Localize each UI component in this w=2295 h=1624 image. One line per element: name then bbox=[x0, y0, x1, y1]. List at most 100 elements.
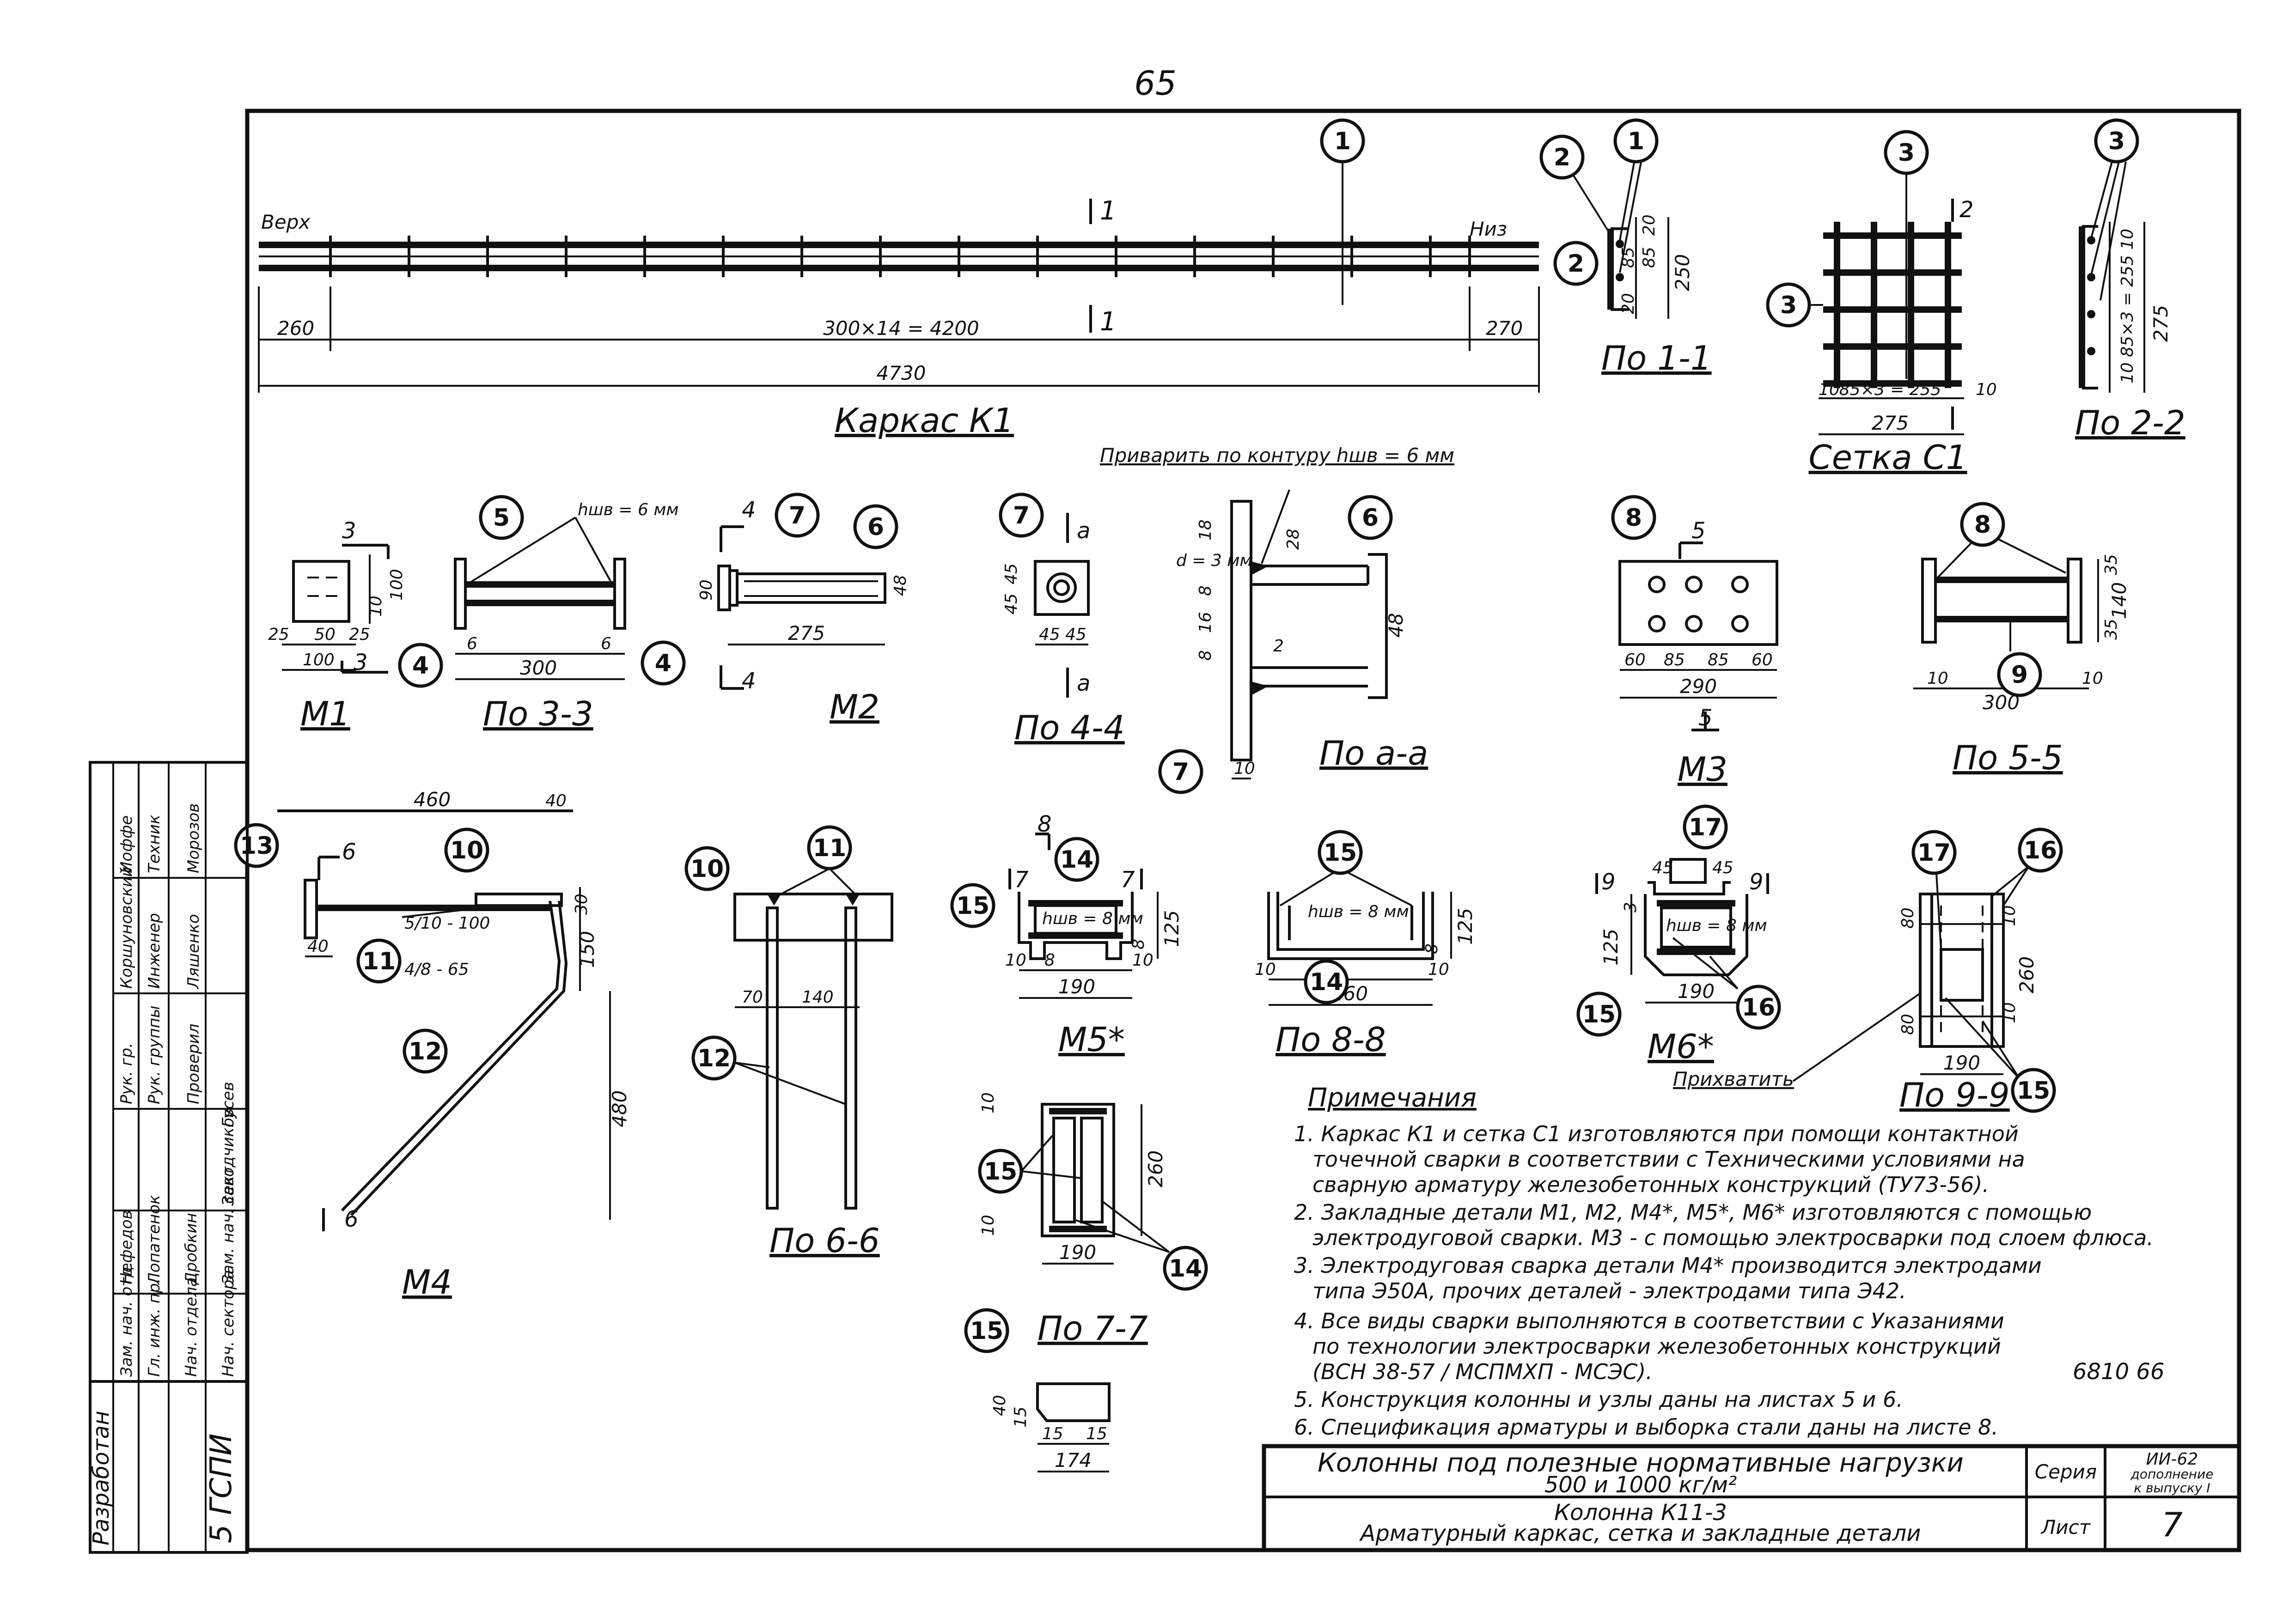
poaa-d8b: 8 bbox=[1196, 650, 1215, 661]
po77-d10b: 10 bbox=[979, 1215, 998, 1236]
k1-section-mark-bottom: 1 bbox=[1100, 307, 1117, 337]
po99-d260: 260 bbox=[2015, 956, 2038, 993]
po11-d20b: 20 bbox=[1619, 293, 1638, 314]
svg-text:6: 6 bbox=[867, 513, 884, 541]
tb-sheet-label: Лист bbox=[2040, 1516, 2091, 1539]
notes-archive-no: 6810 66 bbox=[2073, 1359, 2165, 1385]
callout-5-po33: 5 bbox=[479, 495, 524, 540]
po99-d190: 190 bbox=[1943, 1052, 1980, 1074]
poaa-d16: 16 bbox=[1196, 612, 1215, 633]
callout-13-m4: 13 bbox=[234, 823, 279, 868]
callout-10-m4: 10 bbox=[444, 827, 489, 873]
po88-d8: 8 bbox=[1422, 943, 1441, 954]
m1-d100h: 100 bbox=[387, 569, 406, 601]
stamp-name-4: Морозов bbox=[184, 803, 203, 873]
m1-d10: 10 bbox=[366, 596, 385, 617]
k1-bottom-label: Низ bbox=[1470, 218, 1507, 240]
m6-section-right: 9 bbox=[1749, 869, 1764, 895]
m4-section-bottom: 6 bbox=[344, 1206, 359, 1232]
callout-17-po99: 17 bbox=[1911, 830, 1957, 875]
m6-d125: 125 bbox=[1599, 929, 1622, 966]
detail-m5: 8 7 7 hшв = 8 мм 125 8 10 8 10 190 М5* bbox=[1005, 811, 1183, 1059]
po44-d45d: 45 bbox=[1065, 625, 1086, 644]
stamp-role-8: Нач. отдела bbox=[182, 1277, 201, 1377]
svg-text:14: 14 bbox=[1310, 968, 1343, 996]
title-block: Колонны под полезные нормативные нагрузк… bbox=[1262, 1444, 2241, 1552]
po55-d35a: 35 bbox=[2102, 554, 2121, 575]
m1-title: М1 bbox=[300, 694, 350, 733]
svg-text:14: 14 bbox=[1169, 1255, 1202, 1283]
poaa-title: По а-а bbox=[1319, 734, 1428, 772]
svg-text:15: 15 bbox=[984, 1158, 1017, 1186]
po22-title: По 2-2 bbox=[2075, 403, 2185, 442]
m3-d60a: 60 bbox=[1624, 651, 1646, 669]
svg-text:15: 15 bbox=[2017, 1077, 2050, 1105]
poaa-d28: 28 bbox=[1284, 529, 1303, 550]
callout-15-po99: 15 bbox=[2011, 1068, 2056, 1113]
m5-d10a: 10 bbox=[1005, 951, 1026, 970]
tb-series-label: Серия bbox=[2035, 1460, 2097, 1483]
det15-d40: 40 bbox=[990, 1395, 1009, 1416]
po88-d125: 125 bbox=[1454, 908, 1477, 945]
po44-section-top: а bbox=[1077, 518, 1090, 544]
m4-title: М4 bbox=[402, 1263, 452, 1302]
svg-text:3: 3 bbox=[2108, 128, 2125, 155]
note-line-2: точечной сварки в соответствии с Техниче… bbox=[1312, 1147, 2025, 1172]
callout-14-po88: 14 bbox=[1304, 959, 1349, 1004]
callout-8-m3: 8 bbox=[1611, 495, 1656, 540]
stamp-name-1: Коршуновский bbox=[117, 867, 136, 989]
m4-d40a: 40 bbox=[545, 791, 567, 810]
po99-tack: Прихватить bbox=[1673, 1068, 1794, 1090]
po11-d250: 250 bbox=[1671, 254, 1694, 291]
tb-row1: Колонны под полезные нормативные нагрузк… bbox=[1318, 1448, 1964, 1478]
po22-d-side: 10 85×3 = 255 10 bbox=[2118, 229, 2137, 383]
po88-d10b: 10 bbox=[1428, 960, 1449, 979]
callout-1-k1: 1 bbox=[1320, 118, 1365, 164]
tb-row1b: 500 и 1000 кг/м² bbox=[1544, 1472, 1737, 1498]
svg-text:5: 5 bbox=[493, 504, 510, 532]
tb-series-sub2: к выпуску I bbox=[2134, 1480, 2210, 1496]
m3-section-bottom: 5 bbox=[1698, 705, 1713, 731]
setka-d10a: 10 bbox=[1819, 380, 1840, 399]
svg-text:15: 15 bbox=[1324, 839, 1357, 867]
callout-6-m2: 6 bbox=[853, 504, 898, 549]
left-stamp: 5 ГСПИ Разработан Рук. гр. Рук. группы И… bbox=[88, 761, 249, 1554]
callout-16-po99: 16 bbox=[2018, 827, 2063, 873]
poaa-d10: 10 bbox=[1234, 759, 1255, 778]
m6-title: М6* bbox=[1648, 1027, 1714, 1066]
callout-9-po55: 9 bbox=[1997, 652, 2042, 697]
m2-section-top: 4 bbox=[742, 497, 756, 523]
svg-text:16: 16 bbox=[1742, 994, 1775, 1022]
notes-block: Примечания 1. Каркас К1 и сетка С1 изгот… bbox=[1294, 1083, 2165, 1440]
callout-15-po77: 15 bbox=[978, 1149, 1023, 1194]
svg-text:7: 7 bbox=[1172, 758, 1189, 786]
k1-dim-left: 260 bbox=[277, 317, 314, 340]
callout-2-k1: 2 bbox=[1553, 241, 1599, 286]
stamp-name-8: Заводчиков bbox=[219, 1108, 238, 1206]
detail-m4: 460 40 6 6 40 30 150 480 5/10 - 100 4/8 … bbox=[277, 788, 631, 1302]
poaa-d48: 48 bbox=[1385, 613, 1407, 638]
po44-d45b: 45 bbox=[1002, 593, 1021, 614]
callout-3-setka-top: 3 bbox=[1884, 130, 1929, 175]
k1-dim-mid: 300×14 = 4200 bbox=[823, 317, 979, 340]
po99-d80b: 80 bbox=[1898, 1014, 1917, 1035]
po66-title: По 6-6 bbox=[769, 1221, 880, 1260]
po33-title: По 3-3 bbox=[483, 694, 593, 733]
det15-d174: 174 bbox=[1055, 1449, 1092, 1472]
note-line-8: 4. Все виды сварки выполняются в соответ… bbox=[1294, 1308, 2004, 1333]
m2-d48: 48 bbox=[891, 575, 910, 596]
po99-title: По 9-9 bbox=[1899, 1076, 2010, 1114]
callout-6-poaa: 6 bbox=[1348, 495, 1393, 540]
callout-7-po44: 7 bbox=[999, 493, 1044, 538]
po33-d6a: 6 bbox=[467, 634, 477, 653]
m6-d190: 190 bbox=[1678, 980, 1715, 1003]
section-7-7: 10 260 10 190 По 7-7 bbox=[979, 1092, 1170, 1348]
m3-section-top: 5 bbox=[1691, 518, 1706, 544]
callout-15-m5: 15 bbox=[950, 883, 995, 928]
k1-section-mark-top: 1 bbox=[1100, 196, 1117, 226]
po55-d10b: 10 bbox=[2082, 669, 2103, 688]
tb-sheet-value: 7 bbox=[2161, 1505, 2183, 1544]
k1-title: Каркас К1 bbox=[835, 401, 1014, 440]
callout-10-po66: 10 bbox=[684, 846, 730, 891]
